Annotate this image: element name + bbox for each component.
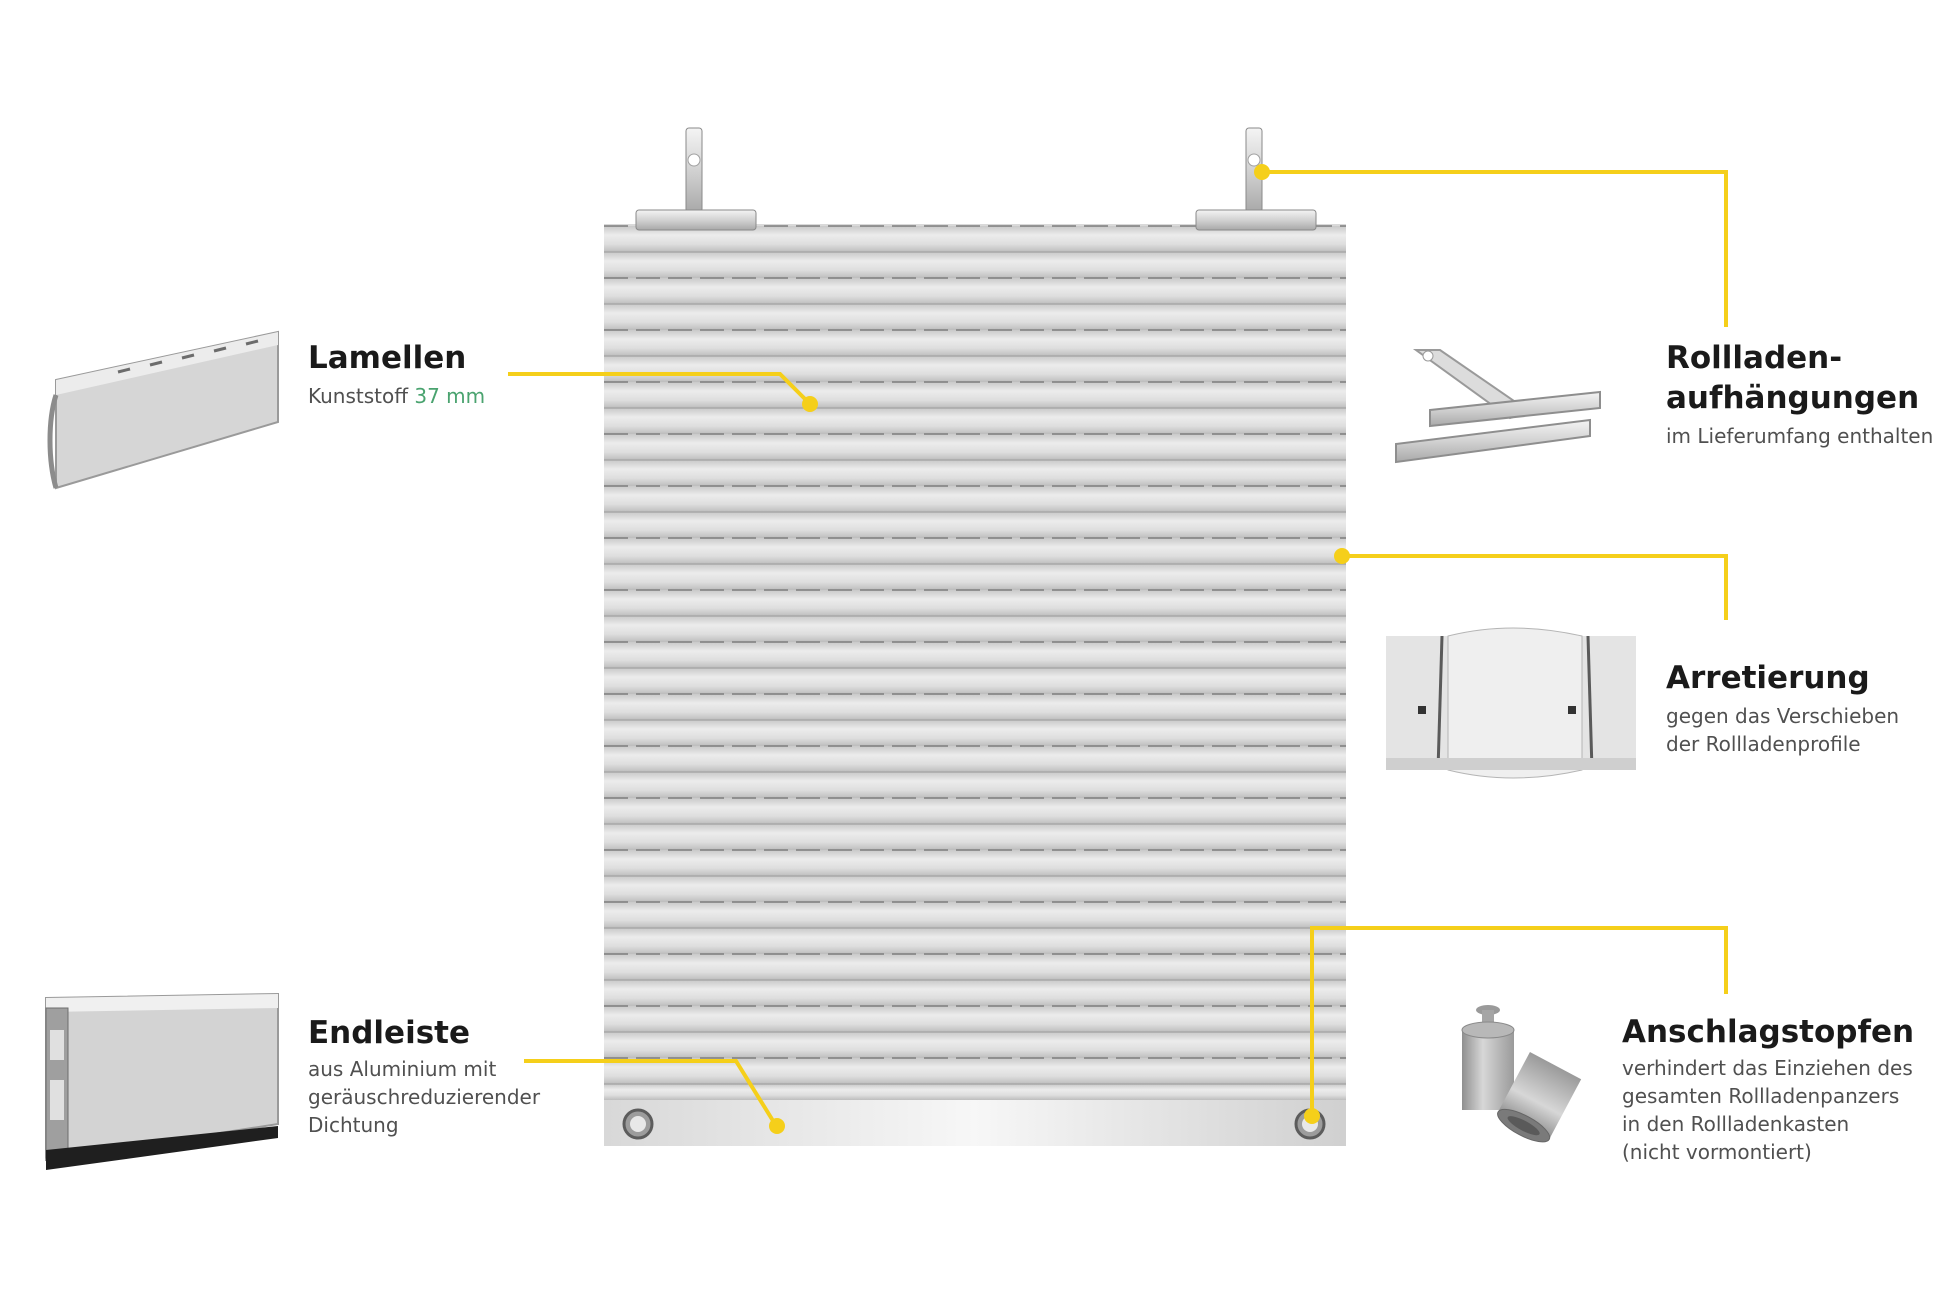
bottom-hole-left-inner [630,1116,646,1132]
slat [604,356,1346,382]
slat [604,746,1346,772]
slat [604,954,1346,980]
slat [604,304,1346,330]
callout-line-lamellen [508,372,812,406]
slat [604,1032,1346,1058]
endleiste-title: Endleiste [308,1015,471,1051]
slat [604,408,1346,434]
callout-dot-anschlagstopfen [1304,1108,1320,1124]
aufhaengung-hanger-image [1395,349,1601,464]
slat [604,590,1346,616]
callout-dot-lamellen [802,396,818,412]
endleiste-desc-line-1: aus Aluminium mit [308,1057,497,1081]
slat [604,486,1346,512]
endleiste-desc-line-3: Dichtung [308,1113,399,1137]
slat [604,668,1346,694]
aufhaengung-title-line-1: Rollladen- [1666,340,1843,376]
anschlagstopfen-desc-line-4: (nicht vormontiert) [1622,1140,1812,1164]
arretierung-detail-image [1386,627,1636,779]
callout-dot-arretierung [1334,548,1350,564]
anschlagstopfen-title: Anschlagstopfen [1622,1014,1915,1050]
anschlagstopfen-desc-line-3: in den Rollladenkasten [1622,1112,1850,1136]
slat [604,798,1346,824]
slat [604,720,1346,746]
slat [604,694,1346,720]
slat [604,642,1346,668]
lamellen-desc: Kunststoff 37 mm [308,382,485,410]
slat [604,538,1346,564]
slat [604,616,1346,642]
slat [604,876,1346,902]
callout-line-endleiste [524,1059,777,1126]
lamellen-desc-material: Kunststoff [308,384,415,408]
bottom-end-bar [604,1100,1346,1146]
callout-dot-aufhaengung [1254,164,1270,180]
endleiste-desc-line-2: geräuschreduzierender [308,1085,541,1109]
slat [604,928,1346,954]
slat [604,512,1346,538]
callout-dots [769,164,1350,1134]
slat [604,382,1346,408]
anschlagstopfen-desc-line-2: gesamten Rollladenpanzers [1622,1084,1900,1108]
callout-dot-endleiste [769,1118,785,1134]
slat [604,980,1346,1006]
callout-line-anschlagstopfen [1310,926,1728,1116]
hanger-right [1195,127,1317,231]
lamellen-desc-size: 37 mm [414,384,486,408]
slat [604,330,1346,356]
slat [604,850,1346,876]
slat [604,460,1346,486]
callout-lines [508,170,1728,1126]
slat [604,824,1346,850]
anschlagstopfen-desc-line-1: verhindert das Einziehen des [1622,1056,1913,1080]
arretierung-desc-line-2: der Rollladenprofile [1666,732,1861,756]
arretierung-title: Arretierung [1666,660,1870,696]
slat [604,1006,1346,1032]
lamellen-title: Lamellen [308,340,467,376]
shutter-panel [604,224,1346,1146]
aufhaengung-title-line-2: aufhängungen [1666,380,1920,416]
aufhaengung-desc: im Lieferumfang enthalten [1666,424,1934,448]
slat [604,902,1346,928]
slat [604,278,1346,304]
slat [604,772,1346,798]
slat [604,434,1346,460]
anschlagstopfen-image [1461,1005,1582,1143]
shutter-slats [604,225,1346,1100]
callout-line-arretierung [1342,554,1728,620]
lamellen-profile-image [47,330,279,490]
arretierung-desc-line-1: gegen das Verschieben [1666,704,1900,728]
slat [604,1084,1346,1100]
slat [604,252,1346,278]
hanger-left [635,127,757,231]
endleiste-profile-image [45,992,279,1170]
callout-line-aufhaengung [1262,170,1728,327]
slat [604,564,1346,590]
